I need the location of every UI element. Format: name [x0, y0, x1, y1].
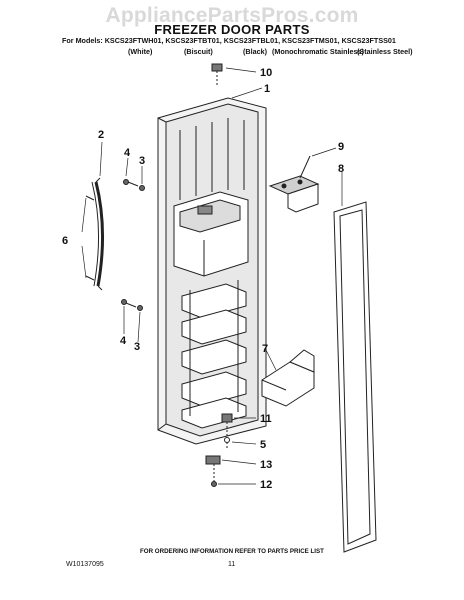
callout-2: 2 [98, 129, 104, 141]
callout-3-lower: 3 [134, 341, 140, 353]
screws [85, 179, 145, 311]
variant-biscuit: (Biscuit) [184, 47, 213, 56]
callout-6: 6 [62, 235, 68, 247]
variant-monochromatic-stainless: (Monochromatic Stainless) [272, 47, 364, 56]
dispenser-bracket [268, 155, 320, 213]
variant-white: (White) [128, 47, 153, 56]
callout-9: 9 [338, 141, 344, 153]
callout-8: 8 [338, 163, 344, 175]
callout-12: 12 [260, 479, 272, 491]
callout-4-upper: 4 [124, 147, 131, 159]
callout-1: 1 [264, 83, 270, 95]
page-number: 11 [228, 561, 236, 568]
lower-hinge-parts [205, 413, 233, 487]
callout-4-lower: 4 [120, 335, 127, 347]
callout-3-upper: 3 [139, 155, 145, 167]
callout-10: 10 [260, 67, 272, 79]
callout-11: 11 [260, 413, 272, 425]
ordering-note: FOR ORDERING INFORMATION REFER TO PARTS … [140, 548, 324, 555]
callout-7: 7 [262, 343, 268, 355]
watermark: AppliancePartsPros.com [105, 4, 359, 27]
freezer-door-panel [157, 97, 267, 445]
callout-5: 5 [260, 439, 266, 451]
top-hinge-screw [211, 63, 223, 86]
variant-black: (Black) [243, 47, 267, 56]
door-gasket [333, 201, 377, 553]
callout-13: 13 [260, 459, 272, 471]
variant-stainless-steel: (Stainless Steel) [357, 47, 413, 56]
leader-lines [81, 67, 343, 485]
document-id: W10137095 [66, 561, 104, 568]
models-line: For Models: KSCS23FTWH01, KSCS23FTBT01, … [62, 36, 396, 45]
door-bin [261, 349, 315, 407]
page-title: FREEZER DOOR PARTS [154, 22, 310, 37]
door-handle [91, 177, 105, 291]
